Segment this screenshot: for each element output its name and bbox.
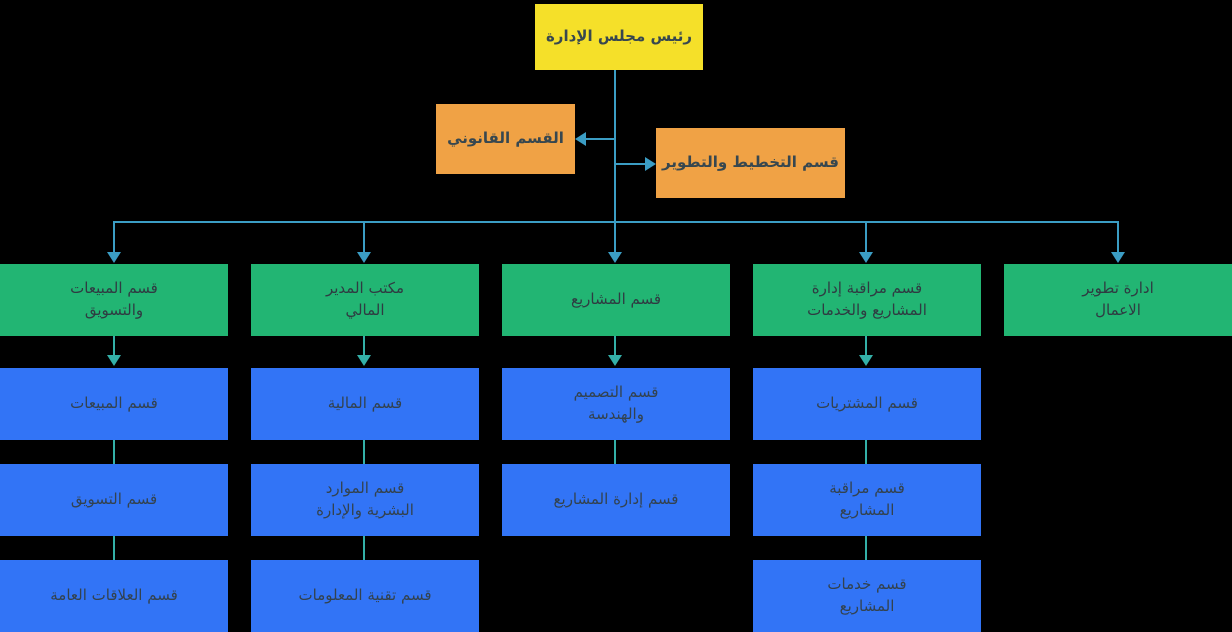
connector-col2-r3 <box>363 536 365 560</box>
arrow-col2-r1-icon <box>357 355 371 366</box>
connector-division-bus <box>114 221 1118 223</box>
connector-col1-r3 <box>113 536 115 560</box>
node-dept-hr-admin[interactable]: قسم الموارد البشرية والإدارة <box>251 464 479 536</box>
node-dept-information-technology[interactable]: قسم تقنية المعلومات <box>251 560 479 632</box>
connector-col3-r1 <box>614 336 616 358</box>
connector-col3-r2 <box>614 440 616 464</box>
arrow-col3-r1-icon <box>608 355 622 366</box>
node-division-business-development[interactable]: ادارة تطوير الاعمال <box>1004 264 1232 336</box>
node-dept-design-engineering[interactable]: قسم التصميم والهندسة <box>502 368 730 440</box>
node-division-cfo-office[interactable]: مكتب المدير المالي <box>251 264 479 336</box>
node-planning-development-department[interactable]: قسم التخطيط والتطوير <box>656 128 845 198</box>
node-dept-project-services[interactable]: قسم خدمات المشاريع <box>753 560 981 632</box>
connector-division-drop-4 <box>865 221 867 254</box>
node-legal-department[interactable]: القسم القانوني <box>436 104 575 174</box>
connector-col1-r1 <box>113 336 115 358</box>
connector-col4-r1 <box>865 336 867 358</box>
connector-col4-r3 <box>865 536 867 560</box>
connector-col2-r2 <box>363 440 365 464</box>
arrow-planning-icon <box>645 157 656 171</box>
node-dept-procurement[interactable]: قسم المشتريات <box>753 368 981 440</box>
connector-division-drop-5 <box>1117 221 1119 254</box>
node-division-pmo-services[interactable]: قسم مراقبة إدارة المشاريع والخدمات <box>753 264 981 336</box>
arrow-division-1-icon <box>107 252 121 263</box>
connector-to-legal <box>586 138 616 140</box>
arrow-col4-r1-icon <box>859 355 873 366</box>
node-dept-project-management[interactable]: قسم إدارة المشاريع <box>502 464 730 536</box>
connector-division-drop-3 <box>614 221 616 254</box>
connector-division-drop-1 <box>113 221 115 254</box>
arrow-col1-r1-icon <box>107 355 121 366</box>
arrow-division-3-icon <box>608 252 622 263</box>
connector-col2-r1 <box>363 336 365 358</box>
node-chairman[interactable]: رئيس مجلس الإدارة <box>535 4 703 70</box>
arrow-division-2-icon <box>357 252 371 263</box>
node-dept-finance[interactable]: قسم المالية <box>251 368 479 440</box>
node-division-projects[interactable]: قسم المشاريع <box>502 264 730 336</box>
connector-col4-r2 <box>865 440 867 464</box>
node-division-sales-marketing[interactable]: قسم المبيعات والتسويق <box>0 264 228 336</box>
arrow-division-4-icon <box>859 252 873 263</box>
arrow-division-5-icon <box>1111 252 1125 263</box>
node-dept-public-relations[interactable]: قسم العلاقات العامة <box>0 560 228 632</box>
node-dept-marketing[interactable]: قسم التسويق <box>0 464 228 536</box>
arrow-legal-icon <box>575 132 586 146</box>
node-dept-project-control[interactable]: قسم مراقبة المشاريع <box>753 464 981 536</box>
connector-to-planning <box>614 163 645 165</box>
node-dept-sales[interactable]: قسم المبيعات <box>0 368 228 440</box>
connector-division-drop-2 <box>363 221 365 254</box>
connector-col1-r2 <box>113 440 115 464</box>
connector-trunk-main <box>614 70 616 222</box>
